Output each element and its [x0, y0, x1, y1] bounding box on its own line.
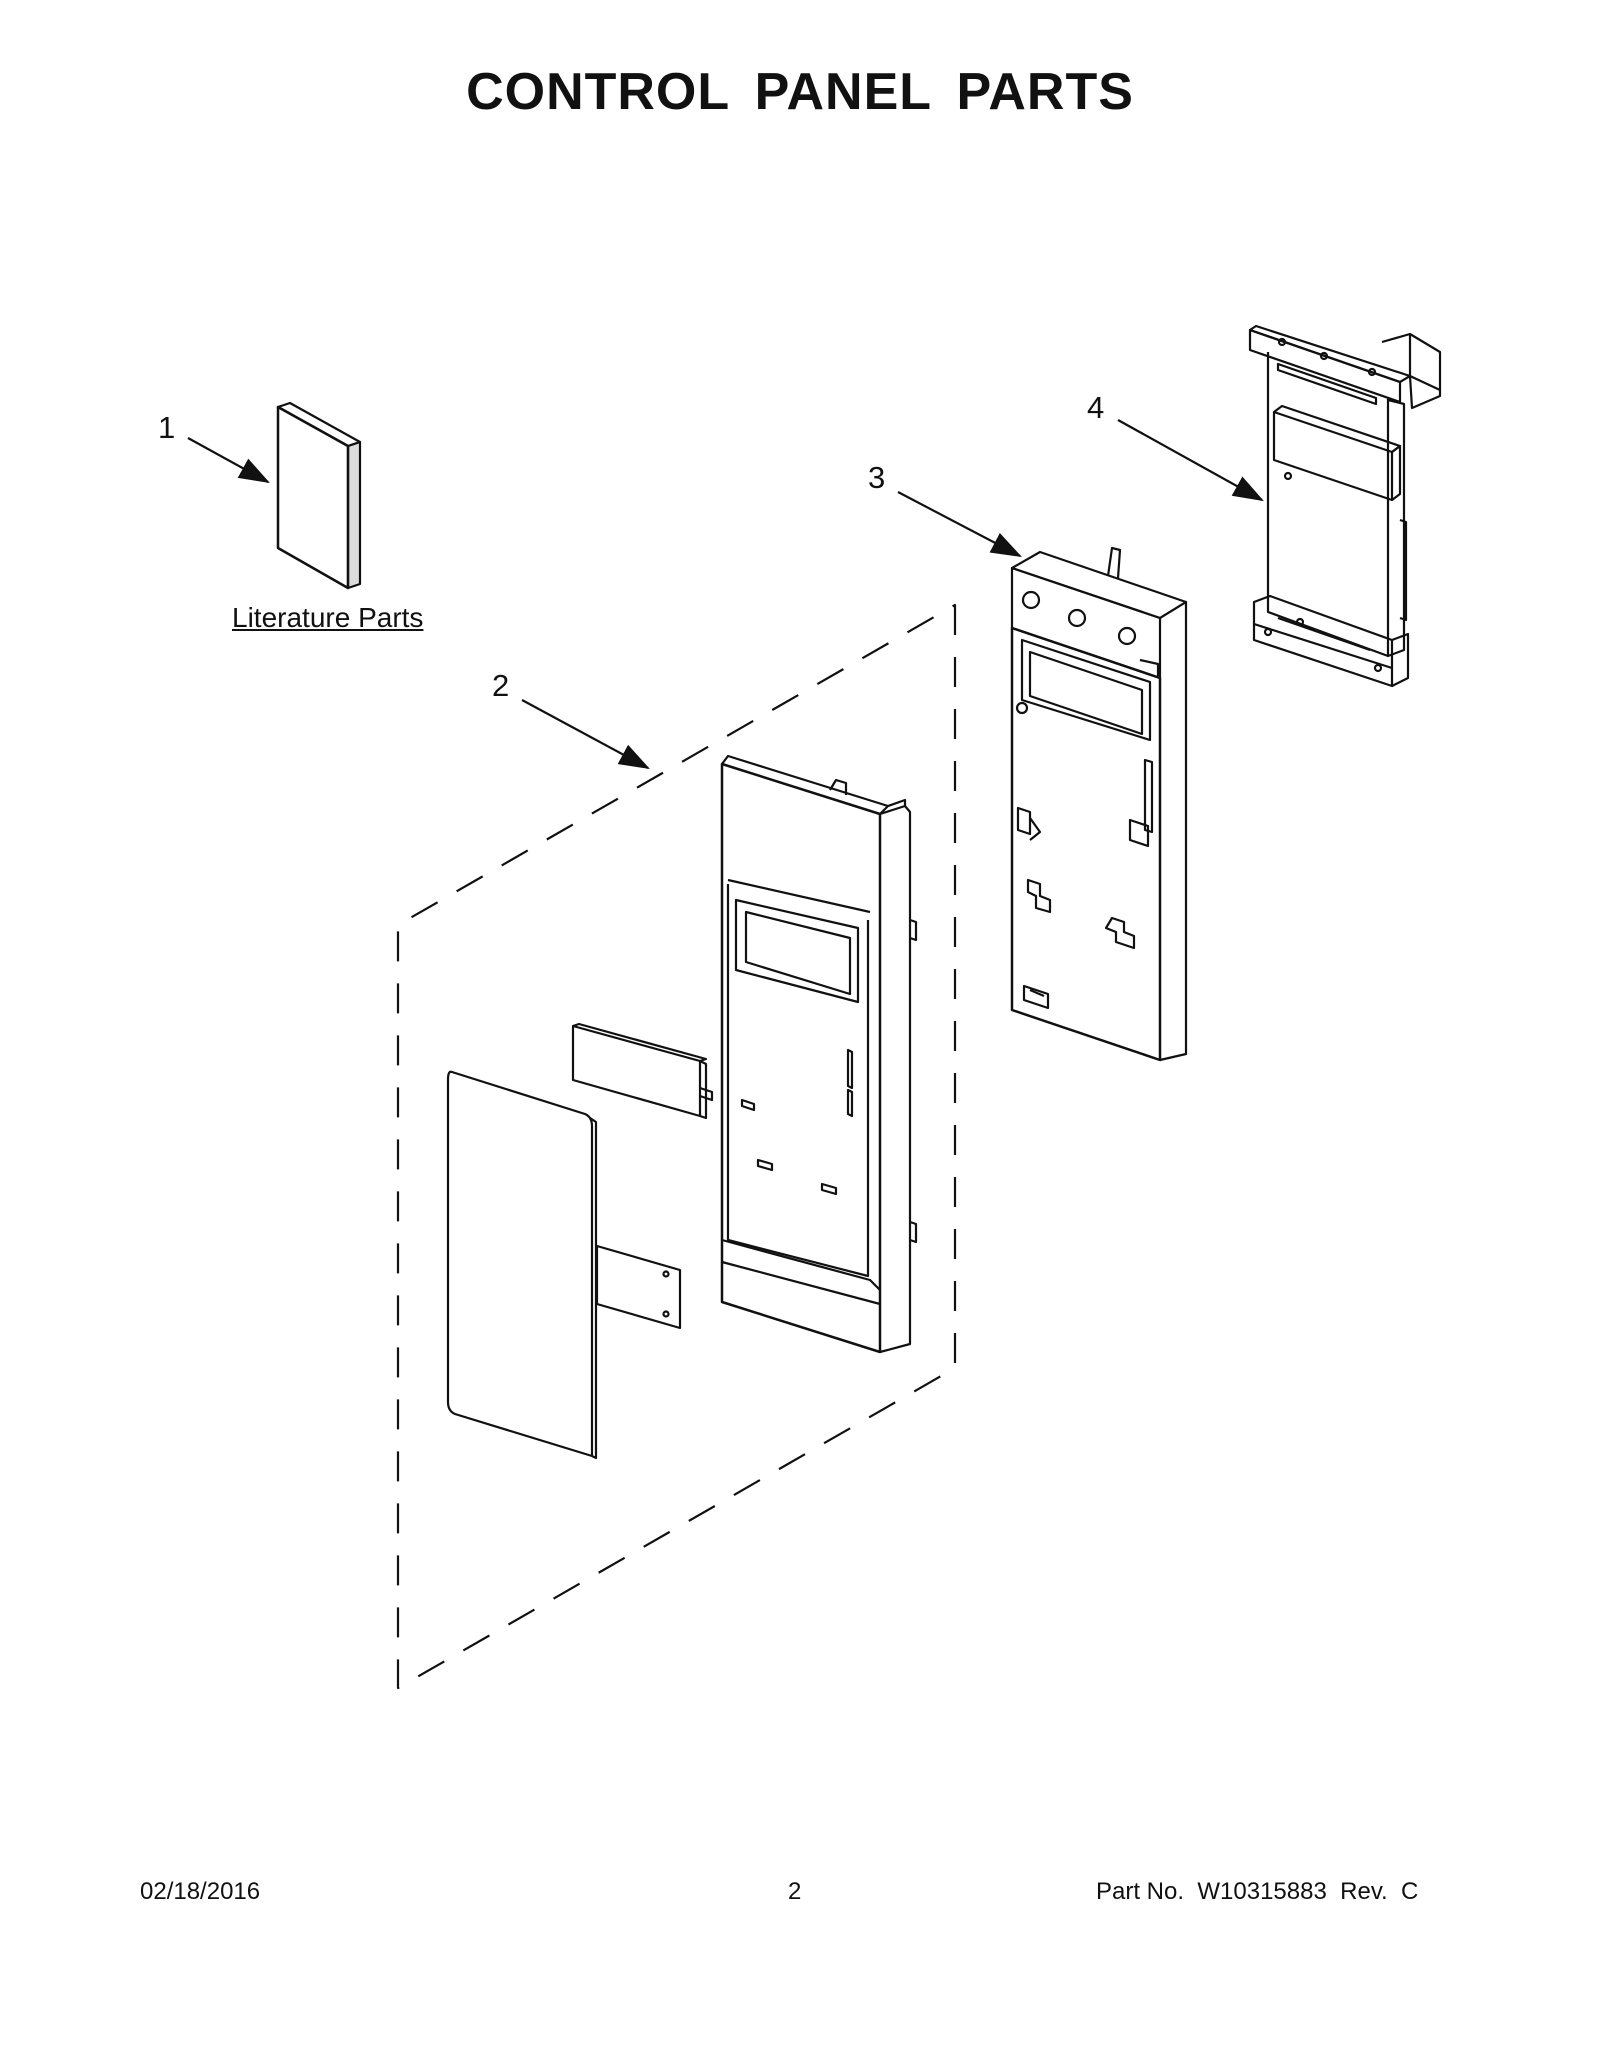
part-2-upper-plate	[571, 1022, 714, 1120]
part-2-membrane-sheet	[446, 1070, 598, 1460]
part-2-control-panel-fascia	[720, 754, 918, 1354]
part-4-control-board-assembly	[1248, 324, 1442, 688]
footer-page-number: 2	[788, 1878, 802, 1905]
literature-parts-label: Literature Parts	[232, 602, 424, 633]
callout-1: 1	[158, 410, 176, 445]
page-title: CONTROL PANEL PARTS	[466, 63, 1134, 121]
part-1-literature-booklet	[276, 401, 362, 590]
footer-part-number: Part No. W10315883 Rev. C	[1096, 1878, 1419, 1905]
leader-arrow-3	[897, 491, 1022, 558]
leader-arrow-4	[1117, 419, 1264, 502]
leader-arrow-1	[187, 437, 270, 484]
assembly-boundary-dashed	[396, 603, 957, 1690]
callout-4: 4	[1087, 390, 1105, 425]
footer-date: 02/18/2016	[140, 1878, 261, 1905]
callout-3: 3	[868, 460, 886, 495]
callout-2: 2	[492, 668, 510, 703]
part-2-lower-plate	[595, 1244, 682, 1330]
part-3-control-panel-frame	[1010, 546, 1188, 1062]
leader-arrow-2	[521, 699, 650, 770]
